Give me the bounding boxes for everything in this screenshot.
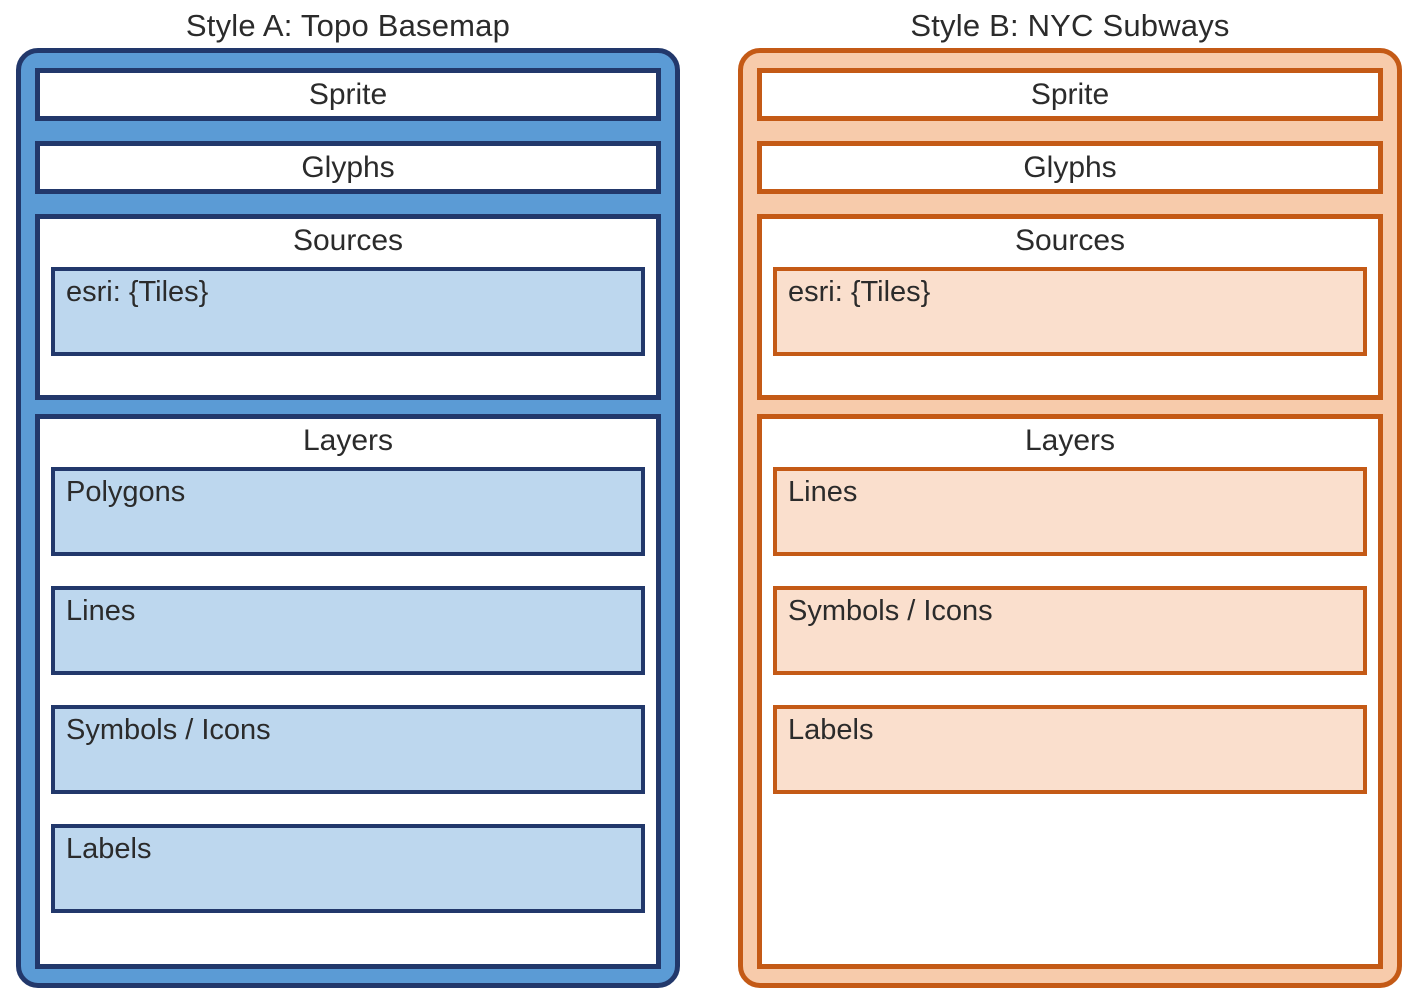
sources-body: esri: {Tiles} [51,266,645,356]
layer-item-polygons[interactable]: Polygons [51,466,645,556]
sources-body: esri: {Tiles} [773,266,1367,356]
section-sources: Sources esri: {Tiles} [757,214,1383,400]
style-column-a: Style A: Topo Basemap Sprite Glyphs Sour… [16,0,680,1004]
layer-item-label: Symbols / Icons [66,713,271,746]
style-a-panel: Sprite Glyphs Sources esri: {Tiles} Laye… [16,48,680,988]
section-sources: Sources esri: {Tiles} [35,214,661,400]
layer-item-label: Polygons [66,475,186,508]
source-item-esri-tiles[interactable]: esri: {Tiles} [773,266,1367,356]
section-title-sources: Sources [1014,224,1126,257]
source-item-label: esri: {Tiles} [66,275,209,308]
section-sprite: Sprite [35,68,661,121]
section-title-sources: Sources [292,224,404,257]
layer-item-label: Lines [788,475,858,508]
source-item-label: esri: {Tiles} [788,275,931,308]
layer-item-label: Labels [788,713,874,746]
layer-item-labels[interactable]: Labels [773,704,1367,794]
layers-body: Polygons Lines Symbols / Icons Labels [51,466,645,913]
layers-body: Lines Symbols / Icons Labels [773,466,1367,794]
style-b-panel: Sprite Glyphs Sources esri: {Tiles} Laye… [738,48,1402,988]
style-column-b: Style B: NYC Subways Sprite Glyphs Sourc… [738,0,1402,1004]
layer-item-labels[interactable]: Labels [51,823,645,913]
layer-item-label: Labels [66,832,152,865]
section-title-sprite: Sprite [1030,77,1110,111]
section-glyphs: Glyphs [35,141,661,194]
layer-item-symbols-icons[interactable]: Symbols / Icons [51,704,645,794]
section-layers: Layers Polygons Lines Symbols / Icons La… [35,414,661,969]
section-layers: Layers Lines Symbols / Icons Labels [757,414,1383,969]
style-b-title: Style B: NYC Subways [910,8,1230,43]
source-item-esri-tiles[interactable]: esri: {Tiles} [51,266,645,356]
section-title-layers: Layers [302,424,394,457]
section-glyphs: Glyphs [757,141,1383,194]
layer-item-symbols-icons[interactable]: Symbols / Icons [773,585,1367,675]
style-a-title: Style A: Topo Basemap [185,8,511,43]
section-title-glyphs: Glyphs [301,150,395,184]
layer-item-label: Symbols / Icons [788,594,993,627]
section-title-glyphs: Glyphs [1023,150,1117,184]
section-title-sprite: Sprite [308,77,388,111]
layer-item-label: Lines [66,594,136,627]
layer-item-lines[interactable]: Lines [51,585,645,675]
section-sprite: Sprite [757,68,1383,121]
section-title-layers: Layers [1024,424,1116,457]
layer-item-lines[interactable]: Lines [773,466,1367,556]
